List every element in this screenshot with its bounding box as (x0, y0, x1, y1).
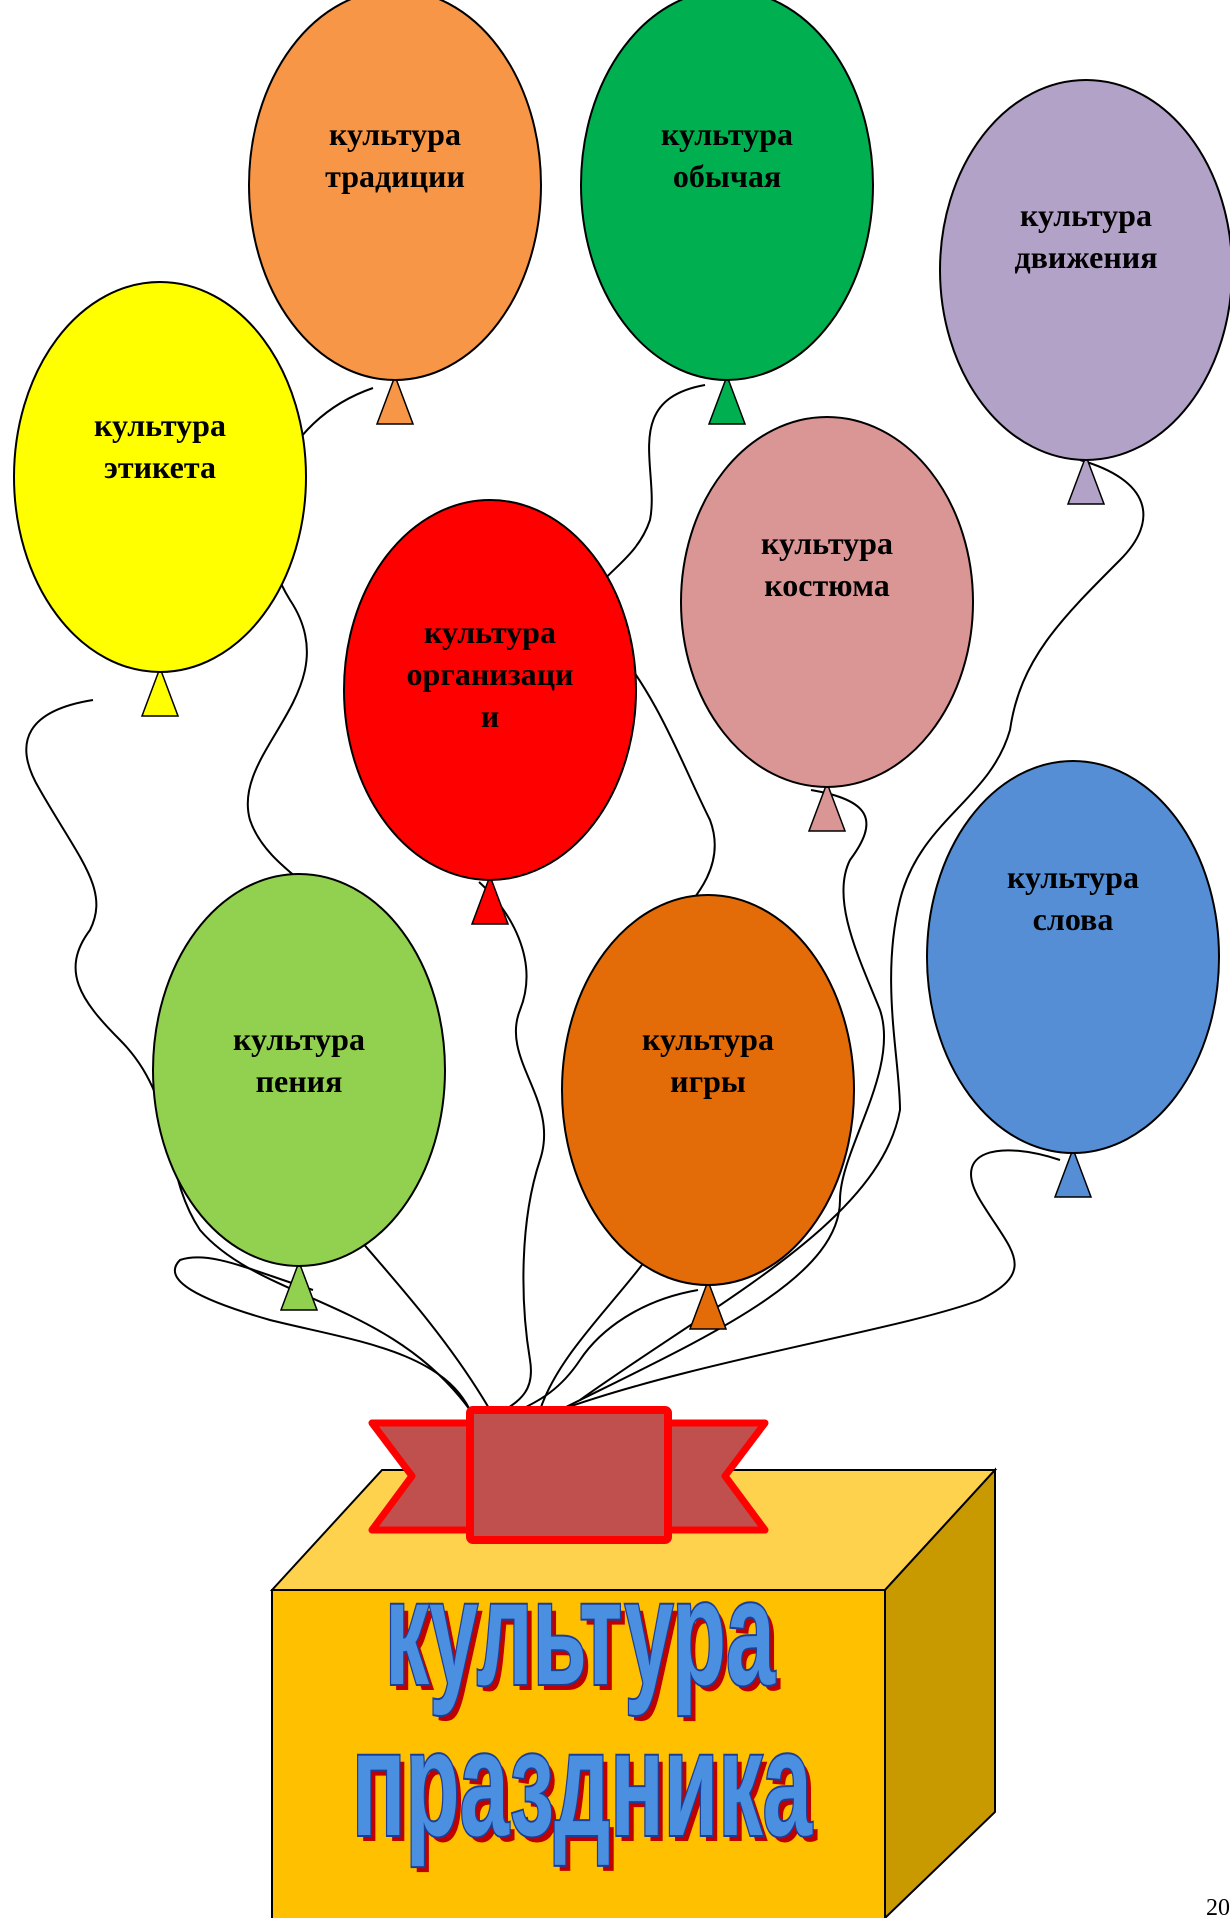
balloon-shape (680, 416, 974, 788)
gift-box: культура культура праздника праздника (269, 1406, 998, 1918)
balloon-costume: культура костюма (680, 416, 974, 832)
balloon-string (25, 699, 471, 1411)
balloon-game: культура игры (561, 894, 855, 1330)
box-title-line-2: праздника (352, 1699, 813, 1867)
balloon-label: культура (424, 614, 556, 650)
balloon-knot (707, 373, 747, 425)
balloon-knot (1066, 453, 1106, 505)
balloon-shape (561, 894, 855, 1286)
ribbon-left-tail (368, 1419, 479, 1534)
box-title: культура культура праздника праздника (350, 1546, 818, 1873)
balloon-knot (279, 1259, 319, 1311)
balloon-label: и (481, 698, 499, 734)
balloon-singing: культура пения (152, 873, 446, 1311)
balloon-string (579, 459, 1145, 1401)
balloon-label: культура (94, 407, 226, 443)
balloon-label: традиции (325, 158, 465, 194)
balloon-label: культура (642, 1021, 774, 1057)
balloon-label: организаци (407, 656, 574, 692)
balloon-knot (375, 373, 415, 425)
balloon-movement: культура движения (939, 79, 1230, 505)
balloon-shape (13, 281, 307, 673)
balloon-shape (939, 79, 1230, 461)
balloon-label: культура (329, 116, 461, 152)
balloon-string (173, 1256, 471, 1411)
balloon-etiquette: культура этикета (13, 281, 307, 717)
box-title-line-1: культура (385, 1548, 776, 1716)
balloon-shape (343, 499, 637, 881)
balloon-shape (580, 0, 874, 381)
balloons: культура традиции культура обычая культура дв… (13, 0, 1230, 1330)
balloon-string (478, 881, 546, 1411)
balloon-label: обычая (673, 158, 781, 194)
balloon-shape (248, 0, 542, 381)
balloon-label: культура (233, 1021, 365, 1057)
box-ribbon (368, 1406, 769, 1544)
box-title-shadow-1: культура (390, 1554, 781, 1722)
balloon-shape (152, 873, 446, 1267)
balloon-knot (470, 873, 510, 925)
balloon-label: движения (1014, 239, 1157, 275)
balloon-label: культура (661, 116, 793, 152)
balloon-label: культура (1020, 197, 1152, 233)
box-front-face (271, 1589, 886, 1918)
box-title-shadow-2: праздника (357, 1705, 818, 1873)
balloon-label: этикета (104, 449, 216, 485)
balloon-knot (140, 665, 180, 717)
balloon-custom: культура обычая (580, 0, 874, 425)
balloon-tradition: культура традиции (248, 0, 542, 425)
balloon-label: культура (1007, 859, 1139, 895)
balloon-label: пения (256, 1063, 343, 1099)
balloon-label: культура (761, 525, 893, 561)
balloon-organization: культура организаци и (343, 499, 637, 925)
balloon-shape (926, 760, 1220, 1154)
balloon-string (559, 1149, 1061, 1411)
balloon-knot (688, 1278, 728, 1330)
balloon-string (559, 789, 886, 1411)
balloon-word: культура слова (926, 760, 1220, 1198)
ribbon-center (466, 1406, 672, 1544)
balloon-knot (807, 780, 847, 832)
balloon-string (519, 1289, 699, 1411)
balloon-label: слова (1033, 901, 1114, 937)
page-number: 20 (1206, 1895, 1230, 1921)
balloon-label: игры (670, 1063, 746, 1099)
balloon-knot (1053, 1146, 1093, 1198)
balloon-label: костюма (764, 567, 890, 603)
